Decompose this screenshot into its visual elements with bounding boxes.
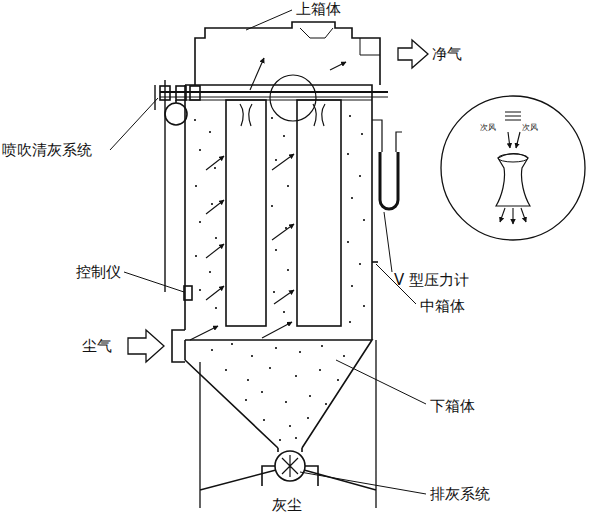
clean-gas-arrow [398, 40, 428, 68]
venturi [313, 104, 325, 126]
part-label: 尘气 [82, 338, 112, 355]
pulse-valve [190, 86, 200, 100]
dusty-gas-arrow [128, 330, 164, 362]
part-label: 次风 [480, 124, 496, 133]
controller [184, 286, 192, 300]
part-label: V 型压力计 [394, 272, 469, 289]
leader-lines [110, 10, 426, 494]
valve-flange [262, 466, 318, 486]
detail-inset [441, 96, 585, 240]
venturi-detail [496, 154, 530, 207]
dust-particles [195, 116, 364, 440]
part-label: 下箱体 [430, 398, 475, 415]
air-tank-pipe [175, 100, 177, 103]
support-legs [200, 340, 376, 508]
middle-box-left [184, 85, 186, 360]
filter-bag [297, 100, 341, 326]
nozzle-symbol [505, 112, 521, 120]
upper-box-step [360, 38, 380, 55]
pulse-pipe [155, 80, 165, 292]
manometer-pipe [372, 120, 402, 152]
part-label: 控制仪 [76, 264, 121, 281]
part-label: 上箱体 [296, 1, 341, 18]
valve-vanes [282, 455, 298, 477]
air-tank [165, 103, 187, 125]
blow-pipe-lower [160, 97, 388, 98]
upper-box-detail [300, 28, 333, 38]
part-label: 次风 [522, 124, 538, 133]
part-label: 灰尘 [272, 497, 302, 514]
part-label: 喷吹清灰系统 [2, 142, 92, 159]
venturi-rim [498, 154, 528, 162]
venturi [240, 104, 252, 126]
part-label: 中箱体 [420, 298, 465, 315]
rotary-valve [275, 451, 305, 481]
part-label: 净气 [432, 46, 462, 63]
detail-ring [270, 75, 316, 121]
pulse-valve [160, 86, 170, 100]
pulse-valve [176, 86, 186, 100]
part-label: 排灰系统 [430, 486, 490, 503]
flow-arrows [190, 58, 526, 340]
v-manometer [380, 152, 398, 209]
blow-pipe [160, 91, 388, 93]
middle-box [185, 85, 372, 340]
inlet [172, 330, 185, 362]
pressure-tap [372, 261, 378, 263]
tube-sheet [185, 99, 372, 100]
filter-bag [226, 100, 266, 326]
